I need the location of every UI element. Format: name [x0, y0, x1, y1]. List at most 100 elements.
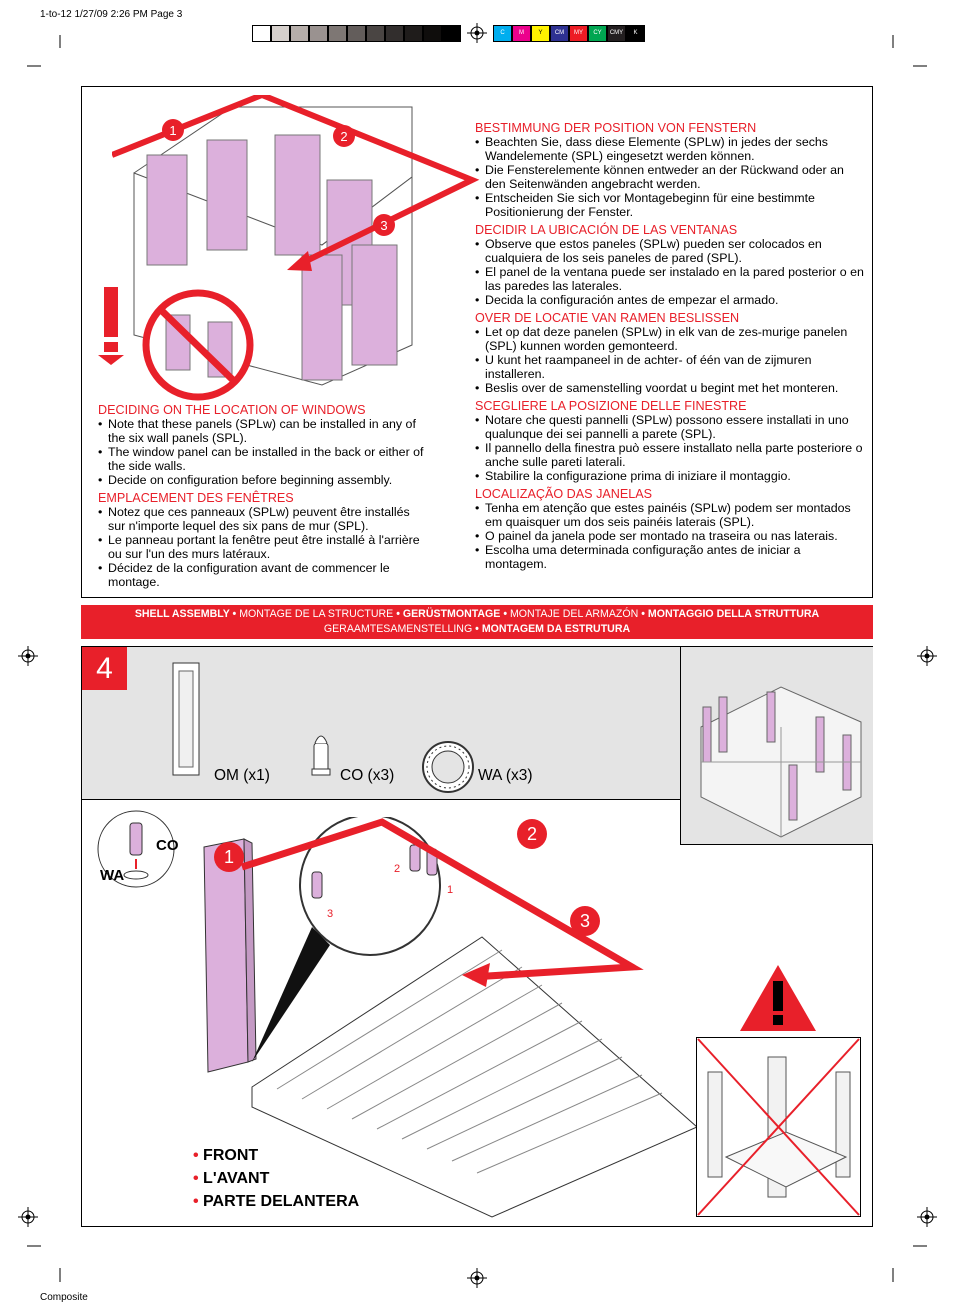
bullet-list: Let op dat deze panelen (SPLw) in elk va… [475, 325, 865, 395]
bullet-item: The window panel can be installed in the… [98, 445, 428, 473]
process-swatch: C [493, 25, 512, 42]
process-swatch: CM [550, 25, 569, 42]
callout-3: 3 [580, 911, 590, 931]
wa-part-label: WA (x3) [478, 767, 533, 784]
floor-assembly-illustration: 1 2 3 1 2 3 [203, 817, 698, 1218]
gray-swatch [442, 25, 461, 42]
banner-segment: • [229, 608, 240, 620]
section-title: SCEGLIERE LA POSIZIONE DELLE FINESTRE [475, 399, 747, 413]
banner-segment: GERÜSTMONTAGE [402, 608, 501, 620]
svg-text:3: 3 [380, 218, 387, 233]
process-swatch: CY [588, 25, 607, 42]
bullet-item: Il pannello della finestra può essere in… [475, 441, 865, 469]
registration-mark-icon [18, 1207, 38, 1227]
registration-mark-icon [467, 1268, 487, 1288]
section-title: EMPLACEMENT DES FENÊTRES [98, 491, 294, 505]
registration-mark-icon [467, 23, 487, 43]
process-swatch: Y [531, 25, 550, 42]
bullet-item: Observe que estos paneles (SPLw) pueden … [475, 237, 865, 265]
print-footer: Composite [40, 1292, 88, 1303]
gray-swatch [366, 25, 385, 42]
text-block-left: DECIDING ON THE LOCATION OF WINDOWSNote … [98, 399, 428, 589]
section-title: OVER DE LOCATIE VAN RAMEN BESLISSEN [475, 311, 740, 325]
co-part-icon [311, 735, 331, 776]
bullet-item: Beslis over de samenstelling voordat u b… [475, 381, 865, 395]
callout-2: 2 [527, 824, 537, 844]
banner-segment: MONTAGE DE LA STRUCTURE [239, 608, 394, 620]
gray-swatch [271, 25, 290, 42]
bullet-item: Beachten Sie, dass diese Elemente (SPLw)… [475, 135, 865, 163]
bullet-item: Notez que ces panneaux (SPLw) peuvent êt… [98, 505, 428, 533]
prohibited-configuration-icon [142, 289, 254, 401]
bullet-item: El panel de la ventana puede ser instala… [475, 265, 865, 293]
bullet-item: Stabilire la configurazione prima di ini… [475, 469, 865, 483]
banner-line-1: SHELL ASSEMBLY • MONTAGE DE LA STRUCTURE… [81, 607, 873, 622]
front-label-fr: • L'AVANT [193, 1170, 270, 1187]
gray-swatch [423, 25, 442, 42]
bullet-item: Let op dat deze panelen (SPLw) in elk va… [475, 325, 865, 353]
om-part-label: OM (x1) [214, 767, 270, 784]
bullet-item: Decide on configuration before beginning… [98, 473, 428, 487]
wa-part-icon [422, 741, 474, 793]
windows-location-panel: 1 2 3 DECIDING ON THE LOCATION OF WINDOW… [81, 86, 873, 598]
banner-segment: GERAAMTESAMENSTELLING [323, 623, 473, 635]
bullet-item: Tenha em atenção que estes painéis (SPLw… [475, 501, 865, 529]
bullet-item: Le panneau portant la fenêtre peut être … [98, 533, 428, 561]
svg-text:2: 2 [340, 129, 347, 144]
gray-swatch [252, 25, 271, 42]
gray-scale-bar [252, 25, 461, 42]
bullet-list: Notare che questi pannelli (SPLw) posson… [475, 413, 865, 483]
gray-swatch [404, 25, 423, 42]
bullet-list: Observe que estos paneles (SPLw) pueden … [475, 237, 865, 307]
warning-exclamation-icon [98, 287, 124, 365]
incorrect-assembly-illustration [696, 1037, 861, 1217]
section-title: DECIDING ON THE LOCATION OF WINDOWS [98, 403, 366, 417]
bullet-item: Die Fensterelemente können entweder an d… [475, 163, 865, 191]
section-title: BESTIMMUNG DER POSITION VON FENSTERN [475, 121, 757, 135]
front-label-list: • FRONT • L'AVANT • PARTE DELANTERA [193, 1144, 359, 1213]
registration-mark-icon [917, 646, 937, 666]
co-detail-label: CO [156, 837, 179, 854]
registration-mark-icon [18, 646, 38, 666]
print-slug: 1-to-12 1/27/09 2:26 PM Page 3 [40, 9, 183, 20]
zoom-callout-3: 3 [327, 908, 333, 920]
front-label-en: • FRONT [193, 1147, 259, 1164]
wa-detail-label: WA [100, 867, 125, 884]
banner-segment: MONTAJE DEL ARMAZÓN [509, 608, 639, 620]
bullet-list: Tenha em atenção que estes painéis (SPLw… [475, 501, 865, 571]
banner-segment: SHELL ASSEMBLY [134, 608, 230, 620]
banner-line-2: GERAAMTESAMENSTELLING • MONTAGEM DA ESTR… [81, 622, 873, 637]
bullet-list: Notez que ces panneaux (SPLw) peuvent êt… [98, 505, 428, 589]
co-part-label: CO (x3) [340, 767, 395, 784]
bullet-item: Note that these panels (SPLw) can be ins… [98, 417, 428, 445]
banner-segment: MONTAGGIO DELLA STRUTTURA [647, 608, 820, 620]
shell-assembly-banner: SHELL ASSEMBLY • MONTAGE DE LA STRUCTURE… [81, 605, 873, 639]
bullet-item: U kunt het raampaneel in de achter- of é… [475, 353, 865, 381]
process-swatch: K [626, 25, 645, 42]
process-swatch: M [512, 25, 531, 42]
process-swatch: CMY [607, 25, 626, 42]
process-swatch: MY [569, 25, 588, 42]
bullet-item: Decida la configuración antes de empezar… [475, 293, 865, 307]
om-part-icon [172, 662, 200, 776]
gray-swatch [385, 25, 404, 42]
bullet-item: Entscheiden Sie sich vor Montagebeginn f… [475, 191, 865, 219]
section-title: LOCALIZAÇÃO DAS JANELAS [475, 487, 653, 501]
warning-triangle-icon [740, 965, 816, 1031]
banner-segment: • [638, 608, 648, 620]
bullet-item: Escolha uma determinada configuração ant… [475, 543, 865, 571]
gray-swatch [309, 25, 328, 42]
callout-1: 1 [224, 847, 234, 867]
banner-segment: • [393, 608, 403, 620]
banner-segment: • [500, 608, 510, 620]
banner-segment: • [472, 623, 482, 635]
step-number: 4 [82, 647, 127, 690]
front-label-es: • PARTE DELANTERA [193, 1193, 360, 1210]
co-wa-detail-icon [97, 810, 175, 888]
gray-swatch [290, 25, 309, 42]
registration-mark-icon [917, 1207, 937, 1227]
zoom-callout-1: 1 [447, 884, 453, 896]
gray-swatch [328, 25, 347, 42]
